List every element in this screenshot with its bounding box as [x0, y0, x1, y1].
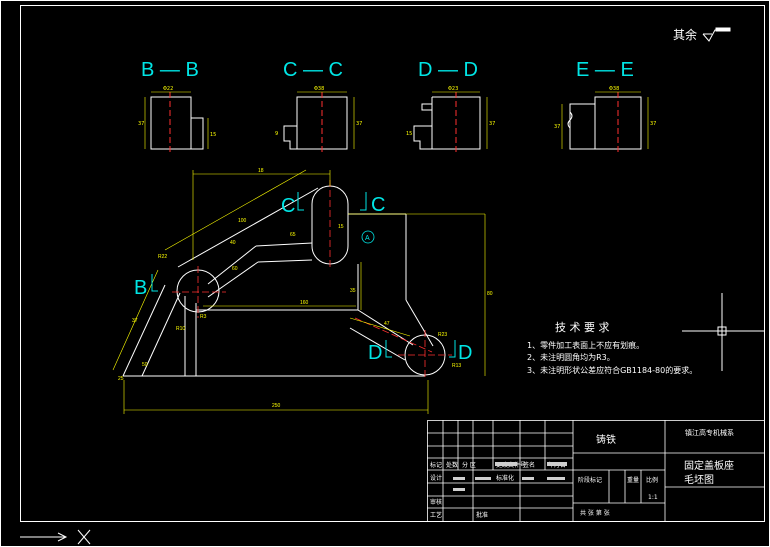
tech-req-item-1: 1、零件加工表面上不应有划痕。	[527, 340, 644, 350]
dim-left-50: 50	[142, 362, 148, 368]
dim-inner-60: 60	[232, 266, 238, 272]
section-e-dim-right: 37	[650, 121, 656, 127]
dim-left-37: 37	[132, 318, 138, 324]
title-block	[427, 420, 765, 522]
weight-label: 重量	[627, 476, 639, 484]
ucs-icon	[20, 529, 91, 545]
section-d-view: D — D Φ23 15 37	[406, 59, 495, 152]
roughness-label: 其余	[673, 27, 697, 42]
dim-r23: R23	[438, 332, 447, 338]
cut-label-c-right: C	[371, 194, 385, 216]
datum-circle	[361, 230, 375, 244]
drawing-name-1: 固定盖板座	[684, 459, 734, 472]
scale-value: 1:1	[648, 494, 658, 501]
process-label: 工艺	[430, 511, 442, 519]
tech-requirements: 技 术 要 求 1、零件加工表面上不应有划痕。 2、未注明圆角均为R3。 3、未…	[527, 321, 697, 375]
row-label-mark: 标记	[430, 461, 442, 469]
cut-labels: B C C D D	[134, 194, 472, 364]
dim-height-35: 35	[350, 288, 356, 294]
inner-frame	[20, 5, 765, 522]
section-b-dim-left: 37	[138, 121, 144, 127]
row-label-sign: 签名	[523, 461, 535, 469]
main-dimension-texts: 18 100 65 60 15 R22 R3 R10 160 80 35 47 …	[118, 168, 493, 409]
section-c-dim-left: 9	[275, 131, 278, 137]
dim-width-160: 160	[300, 300, 309, 306]
crosshair-cursor	[682, 293, 764, 371]
section-b-dim-top: Φ22	[163, 86, 173, 92]
main-dimensions	[112, 169, 486, 414]
dim-arm-len: 65	[290, 232, 296, 238]
org-label: 镇江高专机械系	[685, 428, 734, 437]
approve-label: 批准	[476, 511, 488, 519]
cut-label-d-left: D	[368, 342, 382, 364]
sheets-label: 共 张 第 张	[580, 509, 610, 517]
section-c-dim-right: 37	[356, 121, 362, 127]
section-e-label: E — E	[576, 59, 634, 81]
datum-label: A	[365, 235, 370, 242]
section-c-view: C — C Φ38 9 37	[275, 59, 362, 152]
dim-top-width: 18	[258, 168, 264, 174]
design-label: 设计	[430, 474, 442, 482]
material-label: 铸铁	[596, 433, 616, 446]
section-d-label: D — D	[418, 59, 478, 81]
row-label-zone: 分 区	[462, 461, 476, 469]
section-d-dim-left: 15	[406, 131, 412, 137]
dim-slot-15: 15	[338, 224, 344, 230]
dim-angle-40: 40	[230, 240, 236, 246]
cut-label-c-left: C	[281, 195, 295, 217]
section-b-view: B — B Φ22 37 15	[138, 59, 216, 152]
row-label-count: 处数	[446, 461, 458, 469]
section-d-dim-right: 37	[489, 121, 495, 127]
section-d-dim-top: Φ23	[448, 86, 458, 92]
dim-r10: R10	[176, 326, 185, 332]
stage-label: 阶段标记	[578, 476, 602, 484]
review-label: 审核	[430, 498, 442, 506]
section-e-dim-top: Φ38	[609, 86, 619, 92]
section-b-dim-right: 15	[210, 132, 216, 138]
section-e-view: E — E Φ38 37 37	[554, 59, 656, 152]
dim-r13: R13	[452, 363, 461, 369]
dim-r3: R3	[200, 314, 207, 320]
title-block-texts: 铸铁 镇江高专机械系 固定盖板座 毛坯图 标记 处数 分 区 更改文件号 签名 …	[430, 428, 734, 519]
section-c-label: C — C	[283, 59, 343, 81]
cut-label-d-right: D	[458, 342, 472, 364]
section-e-dim-left: 37	[554, 124, 560, 130]
section-b-label: B — B	[141, 59, 199, 81]
ratio-label: 比例	[646, 476, 658, 484]
title-block-fills	[453, 462, 567, 491]
dim-r22: R22	[158, 254, 167, 260]
dim-base-250: 250	[272, 403, 281, 409]
tech-req-title: 技 术 要 求	[555, 321, 610, 334]
dim-slot-len: 100	[238, 218, 247, 224]
dim-left-25: 25	[118, 376, 124, 382]
drawing-name-2: 毛坯图	[684, 474, 714, 486]
roughness-symbol	[702, 27, 731, 42]
tech-req-item-2: 2、未注明圆角均为R3。	[527, 352, 615, 362]
main-center-lines	[172, 180, 452, 380]
section-c-dim-top: Φ38	[314, 86, 324, 92]
cut-label-b: B	[134, 277, 147, 299]
tech-req-item-3: 3、未注明形状公差应符合GB1184-80的要求。	[527, 365, 697, 375]
standardization-label: 标准化	[496, 474, 514, 482]
dim-arm-47: 47	[384, 321, 390, 327]
cut-markers	[151, 192, 456, 358]
dim-height-80: 80	[487, 291, 493, 297]
